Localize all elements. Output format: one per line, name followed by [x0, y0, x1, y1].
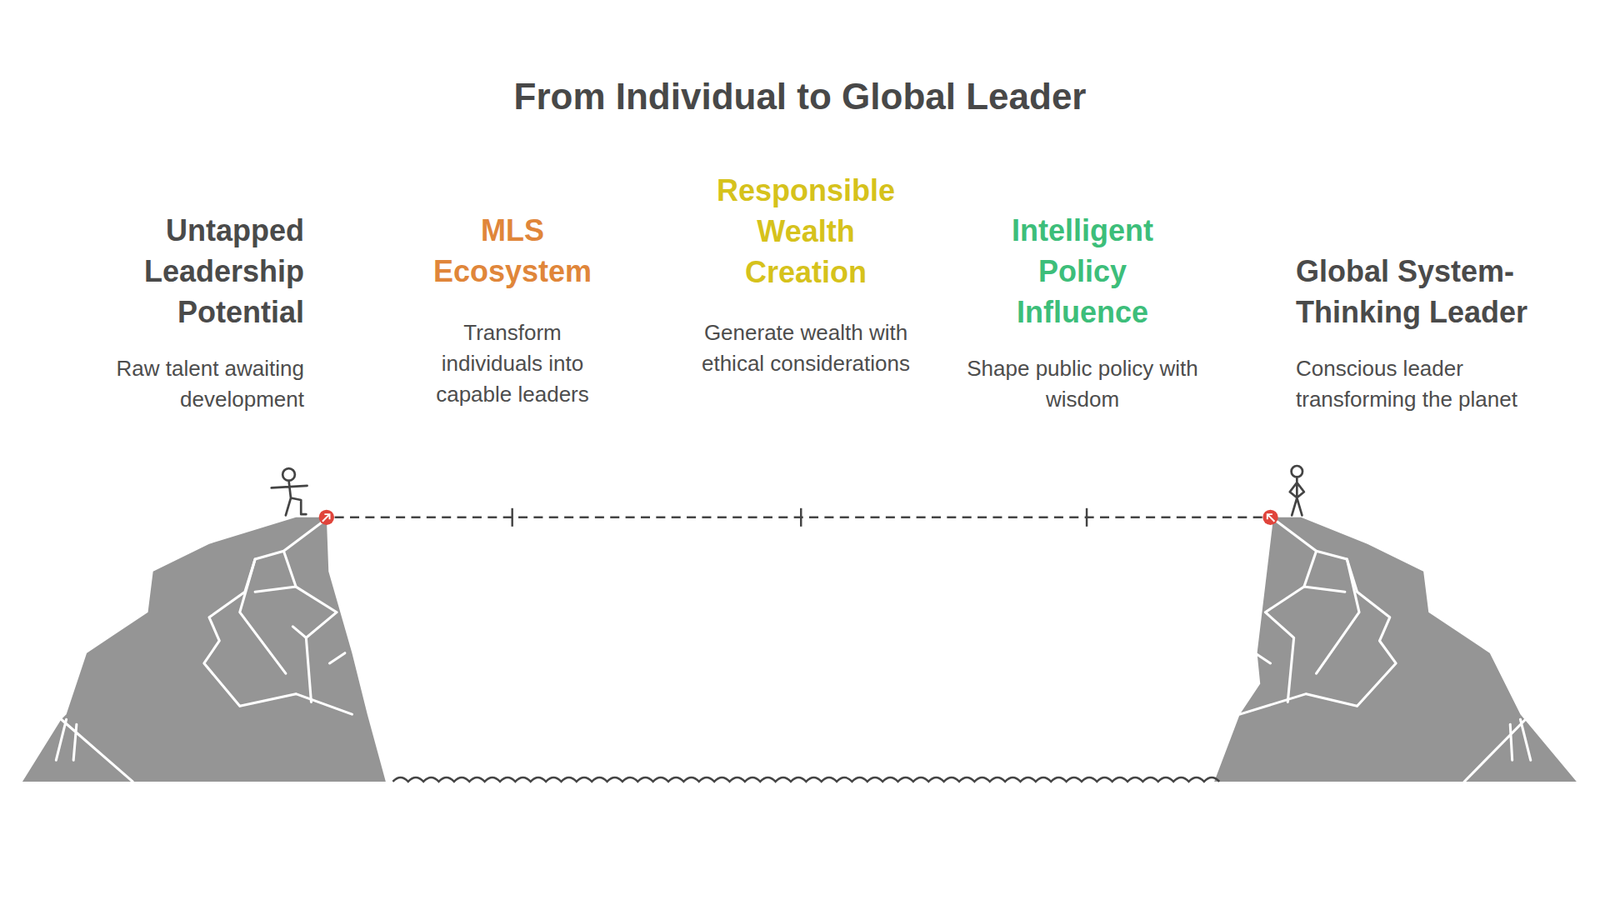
water-line: [392, 777, 1220, 782]
stage-description: Shape public policy with wisdom: [965, 353, 1200, 415]
right-cliff: [1214, 517, 1577, 782]
stage-heading: Intelligent Policy Influence: [986, 210, 1179, 333]
endpoint-dots: [319, 510, 1279, 525]
left-cliff: [22, 517, 386, 782]
stick-figures: [271, 465, 1305, 515]
stage-description: Generate wealth with ethical considerati…: [685, 317, 927, 380]
stage-description: Raw talent awaiting development: [62, 353, 305, 415]
stage-heading: Responsible Wealth Creation: [701, 170, 910, 293]
dashed-path: [335, 508, 1264, 527]
stage-heading: Untapped Leadership Potential: [95, 210, 305, 333]
stage-description: Transform individuals into capable leade…: [416, 317, 609, 410]
stage-heading: MLS Ecosystem: [412, 210, 613, 292]
stage-heading: Global System-Thinking Leader: [1295, 250, 1571, 333]
diagram-title: From Individual to Global Leader: [383, 74, 1217, 120]
stage-description: Conscious leader transforming the planet: [1295, 353, 1571, 415]
